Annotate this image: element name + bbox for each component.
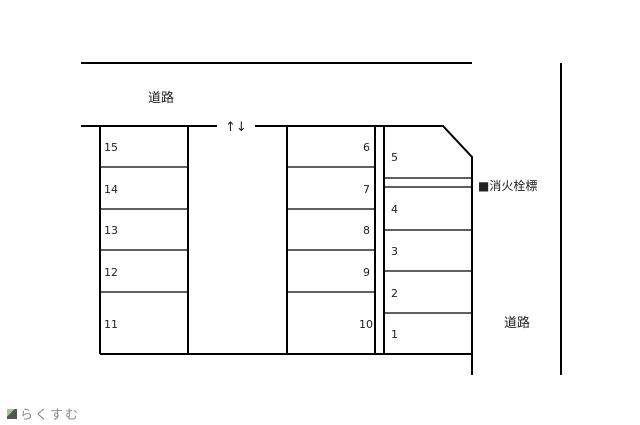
space-number: 2	[391, 287, 398, 300]
space-number: 1	[391, 328, 398, 341]
lot-top-edge-right	[255, 125, 473, 375]
space-number: 8	[363, 224, 370, 237]
space-number: 9	[363, 266, 370, 279]
road-label-right: 道路	[504, 315, 530, 331]
space-number: 15	[104, 141, 118, 154]
watermark-logo: らくすむ	[7, 404, 80, 423]
space-number: 12	[104, 266, 118, 279]
space-number: 14	[104, 183, 118, 196]
space-number: 13	[104, 224, 118, 237]
entrance-arrow: ↑↓	[225, 120, 247, 135]
space-number: 11	[104, 318, 118, 331]
road-label-top: 道路	[148, 90, 174, 106]
space-number: 4	[391, 203, 398, 216]
space-number: 7	[363, 183, 370, 196]
house-icon	[7, 408, 17, 419]
space-number: 10	[359, 318, 373, 331]
hydrant-label: ■消火栓標	[478, 178, 537, 193]
space-number: 5	[391, 151, 398, 164]
space-number: 3	[391, 245, 398, 258]
logo-text: らくすむ	[20, 408, 81, 423]
space-number: 6	[363, 141, 370, 154]
